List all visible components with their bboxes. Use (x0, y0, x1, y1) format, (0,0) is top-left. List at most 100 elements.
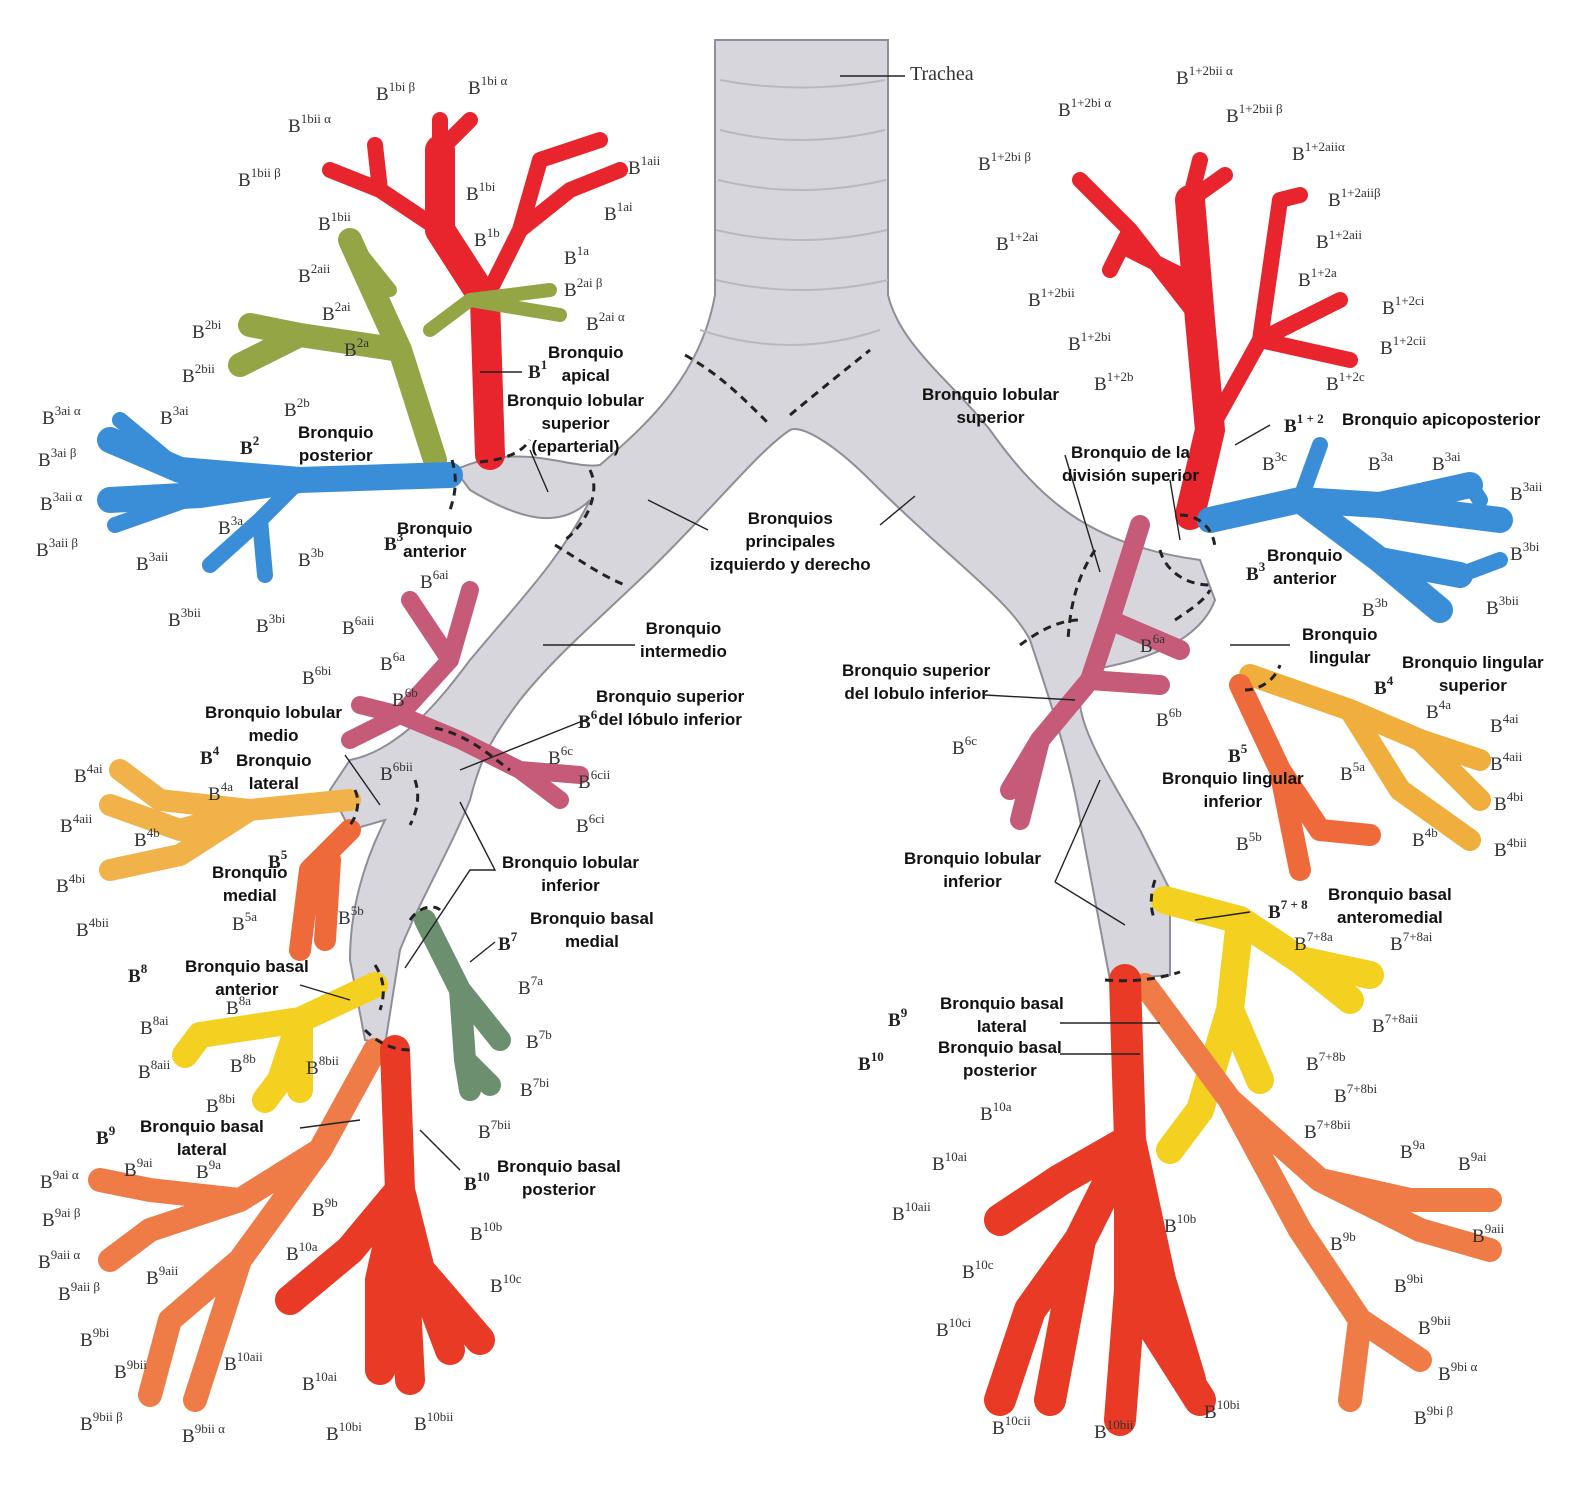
label-trachea: Trachea (910, 63, 974, 85)
tag-b4bi: B4bi (56, 871, 86, 897)
tag-r-b10a: B10a (980, 1099, 1012, 1125)
tag-b5-left: B5 (268, 847, 288, 873)
tag-b1plus2: B1 + 2 (1284, 411, 1324, 437)
tag-b10bi: B10bi (326, 1419, 362, 1445)
tag-b6bii: B6bii (380, 759, 413, 785)
tag-b7plus8: B7 + 8 (1268, 897, 1308, 923)
seg-b9-right (1133, 973, 1502, 1412)
tag-b6b: B6b (392, 685, 418, 711)
seg-b10-left (275, 1035, 495, 1395)
tag-b1a: B1a (564, 243, 589, 269)
tag-b12bii: B1+2bii (1028, 285, 1075, 311)
tag-r-b6a: B6a (1140, 631, 1165, 657)
seg-b7 (414, 909, 511, 1101)
tag-b3bii: B3bii (168, 605, 201, 631)
tag-b6ci: B6ci (576, 811, 605, 837)
tag-r-b78b: B7+8b (1306, 1049, 1346, 1075)
tag-b4-right: B4 (1374, 673, 1394, 699)
tag-b1bi-beta: B1bi β (376, 79, 416, 105)
tag-b12bi-beta: B1+2bi β (978, 149, 1031, 175)
tag-b3ai-beta: B3ai β (38, 445, 77, 471)
tag-b6aii: B6aii (342, 613, 375, 639)
tag-r-b3b: B3b (1362, 595, 1388, 621)
tag-r-b4b: B4b (1412, 825, 1438, 851)
tag-b10bii: B10bii (414, 1409, 454, 1435)
tag-b3a: B3a (218, 513, 243, 539)
tag-b9-right: B9 (888, 1005, 908, 1031)
tag-r-b4bi: B4bi (1494, 789, 1524, 815)
seg-b7plus8 (1151, 886, 1384, 1164)
tag-b9ai-beta: B9ai β (42, 1205, 81, 1231)
tag-b3aii-alpha: B3aii α (40, 489, 83, 515)
tag-b10-left: B10 (464, 1169, 490, 1195)
tag-b6c: B6c (548, 743, 573, 769)
tag-r-b10bi: B10bi (1204, 1397, 1240, 1423)
tag-b2ai-alpha: B2ai α (586, 309, 625, 335)
tag-b10a: B10a (286, 1239, 318, 1265)
tag-r-b4ai: B4ai (1490, 711, 1519, 737)
tag-r-b10ci: B10ci (936, 1315, 972, 1341)
tag-b1b: B1b (474, 225, 500, 251)
label-bronquio-apicoposterior: Bronquio apicoposterior (1342, 410, 1541, 429)
tag-r-b10cii: B10cii (992, 1413, 1031, 1439)
tag-b10-right: B10 (858, 1049, 884, 1075)
tag-b12aii-beta: B1+2aiiβ (1328, 185, 1381, 211)
tag-b1ai: B1ai (604, 199, 633, 225)
tag-b12ai: B1+2ai (996, 229, 1039, 255)
tag-b9aii: B9aii (146, 1263, 179, 1289)
tag-b9a: B9a (196, 1157, 221, 1183)
tag-b12aii: B1+2aii (1316, 227, 1363, 253)
tag-r-b9ai: B9ai (1458, 1149, 1487, 1175)
tag-r-b10ai: B10ai (932, 1149, 968, 1175)
tag-b4aii: B4aii (60, 811, 93, 837)
tag-r-b9bi-beta: B9bi β (1414, 1403, 1454, 1429)
tag-b3aii-beta: B3aii β (36, 535, 79, 561)
tag-r-b3aii: B3aii (1510, 479, 1543, 505)
tag-b6cii: B6cii (578, 767, 611, 793)
tag-b9ai: B9ai (124, 1155, 153, 1181)
trachea-shape (328, 39, 1217, 1047)
tag-b3-right: B3 (1246, 559, 1266, 585)
tag-b12ci: B1+2ci (1382, 293, 1425, 319)
tag-b3bi: B3bi (256, 611, 286, 637)
tag-b3b: B3b (298, 545, 324, 571)
tag-r-b3c: B3c (1262, 449, 1287, 475)
tag-b7bi: B7bi (520, 1075, 550, 1101)
tag-b2aii: B2aii (298, 261, 331, 287)
tag-b5-right: B5 (1228, 741, 1248, 767)
tag-b2ai: B2ai (322, 299, 351, 325)
tag-r-b9bi: B9bi (1394, 1271, 1424, 1297)
tag-b2a: B2a (344, 335, 369, 361)
tag-b1: B1 (528, 357, 548, 383)
tag-b12aii-alpha: B1+2aiiα (1292, 139, 1345, 165)
tag-r-b5a: B5a (1340, 759, 1365, 785)
tag-r-b4aii: B4aii (1490, 749, 1523, 775)
tag-b12bi: B1+2bi (1068, 329, 1112, 355)
tag-r-b78bii: B7+8bii (1304, 1117, 1351, 1143)
seg-b2 (228, 228, 447, 472)
tag-b2: B2 (240, 433, 260, 459)
tag-b8bi: B8bi (206, 1091, 236, 1117)
tag-r-b78aii: B7+8aii (1372, 1011, 1419, 1037)
tag-b4a: B4a (208, 779, 233, 805)
main-airway (328, 39, 1217, 1047)
seg-b5-right (1229, 674, 1381, 881)
tag-b9bii: B9bii (114, 1357, 147, 1383)
tag-r-b5b: B5b (1236, 829, 1262, 855)
tag-r-b78a: B7+8a (1294, 929, 1333, 955)
right-lung-segments (88, 112, 628, 1412)
tag-b7b: B7b (526, 1027, 552, 1053)
